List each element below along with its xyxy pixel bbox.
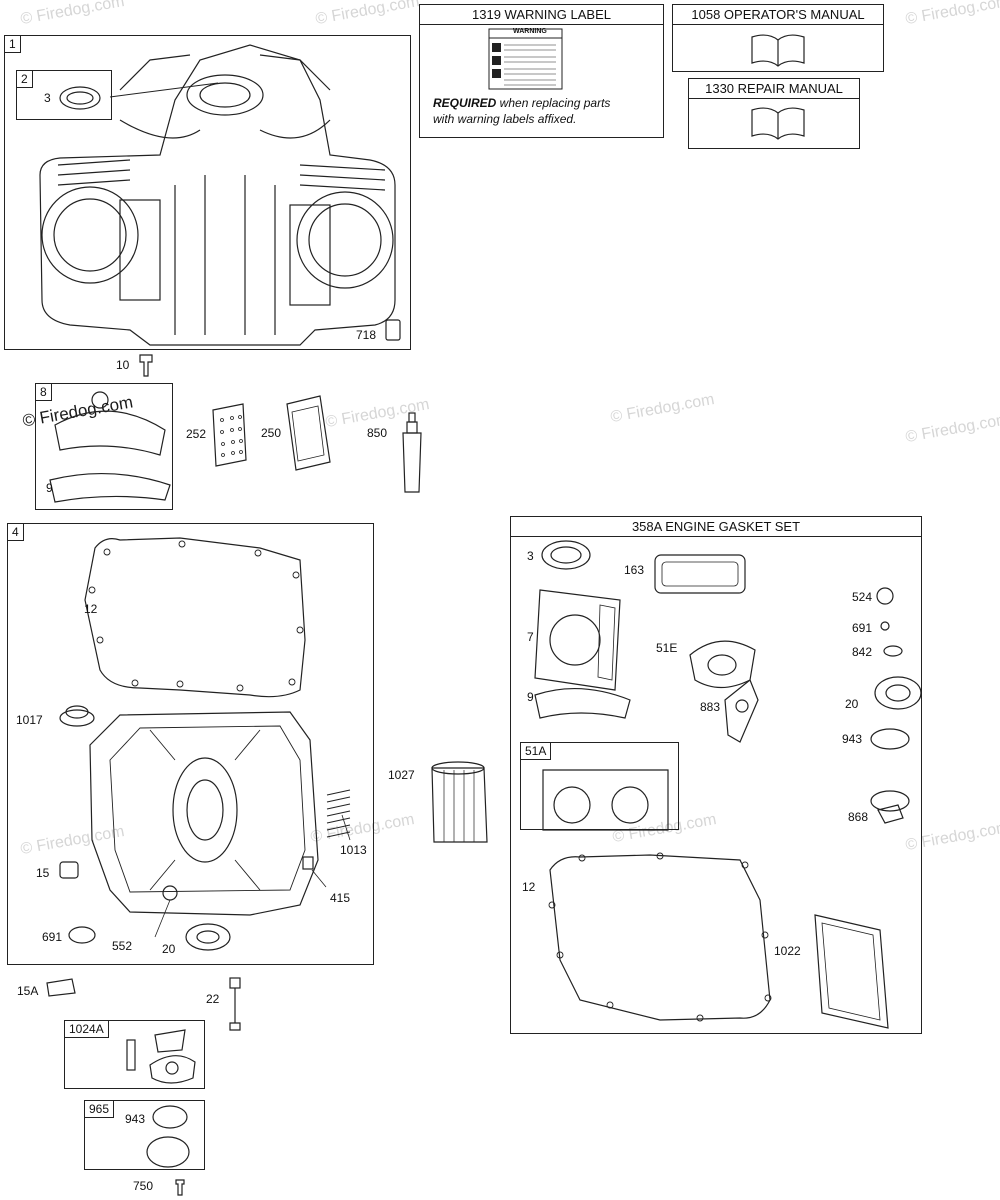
group-tag: 1024A bbox=[65, 1021, 109, 1038]
part-number: 1027 bbox=[388, 768, 415, 782]
part-number: 750 bbox=[133, 1179, 154, 1193]
book-icon bbox=[751, 107, 805, 140]
group-box-cover: 8 bbox=[35, 383, 173, 510]
part-number: 15A bbox=[17, 984, 39, 998]
part-number: 691 bbox=[42, 930, 63, 944]
part-number: 552 bbox=[112, 939, 133, 953]
note-text-line2: with warning labels affixed. bbox=[433, 112, 577, 126]
part-number: 415 bbox=[330, 891, 351, 905]
part-number: 943 bbox=[125, 1112, 146, 1126]
part-number: 868 bbox=[848, 810, 869, 824]
group-box-crankcase: 4 bbox=[7, 523, 374, 965]
cylinder-block-drawing bbox=[39, 44, 401, 346]
warning-label-title: 1319 WARNING LABEL bbox=[420, 5, 663, 25]
book-icon bbox=[751, 34, 805, 67]
part-number: 524 bbox=[852, 590, 873, 604]
decal-heading: WARNING bbox=[513, 28, 547, 35]
part-number: 12 bbox=[522, 880, 536, 894]
part-number: 1022 bbox=[774, 944, 801, 958]
group-tag: 1 bbox=[5, 36, 21, 53]
group-box-cylinder: 1 bbox=[4, 35, 411, 350]
group-box-seal: 2 bbox=[16, 70, 112, 120]
gasket-12 bbox=[84, 537, 306, 698]
part-number: 1013 bbox=[340, 843, 367, 857]
part-number: 12 bbox=[84, 602, 98, 616]
part-number: 10 bbox=[116, 358, 130, 372]
part-number: 943 bbox=[842, 732, 863, 746]
part-number: 1017 bbox=[16, 713, 43, 727]
part-number: 51E bbox=[656, 641, 678, 655]
repair-manual-box: 1330 REPAIR MANUAL bbox=[688, 78, 860, 149]
part-number: 163 bbox=[624, 563, 645, 577]
part-number: 252 bbox=[186, 427, 207, 441]
operators-manual-box: 1058 OPERATOR'S MANUAL bbox=[672, 4, 884, 72]
seal-ring-3 bbox=[59, 86, 101, 110]
engine-gasket-set-box: 358A ENGINE GASKET SET bbox=[510, 516, 922, 1034]
part-number: 718 bbox=[356, 328, 377, 342]
part-number: 842 bbox=[852, 645, 873, 659]
part-number: 9 bbox=[46, 481, 53, 495]
part-number: 20 bbox=[162, 942, 176, 956]
warning-label-box: 1319 WARNING LABEL bbox=[419, 4, 664, 138]
group-box-cover-kit: 965 bbox=[84, 1100, 205, 1170]
group-tag: 965 bbox=[85, 1101, 115, 1118]
group-box-head-gasket: 51A bbox=[520, 742, 679, 830]
group-tag: 4 bbox=[8, 524, 24, 541]
part-number: 9 bbox=[527, 690, 534, 704]
group-box-oil-pump: 1024A bbox=[64, 1020, 205, 1089]
part-number: 250 bbox=[261, 426, 282, 440]
part-number: 691 bbox=[852, 621, 873, 635]
warning-note: REQUIRED when replacing parts with warni… bbox=[433, 95, 610, 127]
operators-manual-title: 1058 OPERATOR'S MANUAL bbox=[673, 5, 883, 25]
part-number: 20 bbox=[845, 697, 859, 711]
engine-gasket-set-title: 358A ENGINE GASKET SET bbox=[511, 517, 921, 537]
repair-manual-title: 1330 REPAIR MANUAL bbox=[689, 79, 859, 99]
group-tag: 8 bbox=[36, 384, 52, 401]
part-number: 15 bbox=[36, 866, 50, 880]
part-number: 3 bbox=[44, 91, 51, 105]
part-number: 3 bbox=[527, 549, 534, 563]
part-number: 883 bbox=[700, 700, 721, 714]
part-number: 7 bbox=[527, 630, 534, 644]
note-text: when replacing parts bbox=[496, 96, 611, 110]
part-number: 22 bbox=[206, 992, 220, 1006]
gasket-9 bbox=[49, 472, 171, 503]
group-tag: 51A bbox=[521, 743, 552, 760]
note-required: REQUIRED bbox=[433, 96, 497, 110]
part-number: 850 bbox=[367, 426, 388, 440]
group-tag: 2 bbox=[17, 71, 33, 88]
cylinder-cover-8 bbox=[54, 410, 166, 456]
